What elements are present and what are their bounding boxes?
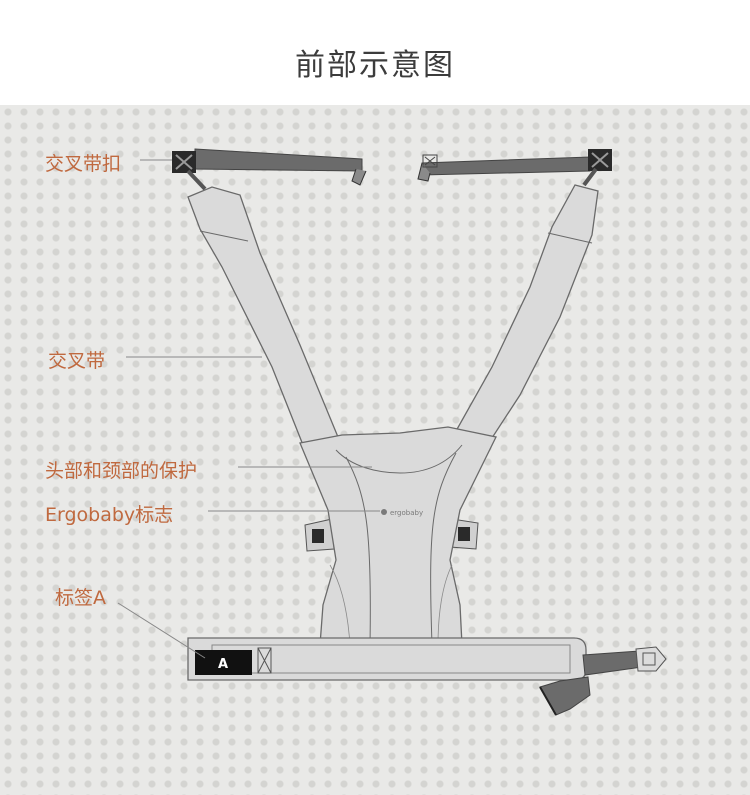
leader-lines (117, 159, 380, 659)
left-cross-strap (187, 186, 339, 451)
right-cross-strap (455, 184, 599, 442)
label-ergobaby-logo: Ergobaby标志 (45, 504, 174, 526)
ergobaby-logo-text: ergobaby (390, 509, 423, 517)
mesh-background-panel: ergobaby A 交叉带扣 交叉 (0, 105, 750, 795)
label-cross-strap: 交叉带 (48, 350, 106, 372)
label-tag-a: 标签A (55, 587, 106, 609)
right-cross-buckle-icon (582, 149, 612, 187)
left-cross-buckle-icon (172, 151, 207, 191)
carrier-front-diagram: ergobaby A (117, 148, 667, 716)
left-top-strap (194, 148, 367, 186)
leader-line-tag-a (117, 602, 206, 659)
label-head-neck-protection: 头部和颈部的保护 (45, 460, 198, 482)
tag-a-letter: A (218, 657, 228, 672)
waist-belt: A (187, 637, 587, 681)
label-cross-strap-buckle: 交叉带扣 (45, 153, 122, 175)
waist-buckle-icon (635, 646, 667, 672)
carrier-body-panel: ergobaby (299, 426, 497, 646)
ergobaby-logo-icon (381, 509, 387, 515)
right-top-strap (417, 154, 591, 182)
page-title: 前部示意图 (295, 48, 455, 83)
